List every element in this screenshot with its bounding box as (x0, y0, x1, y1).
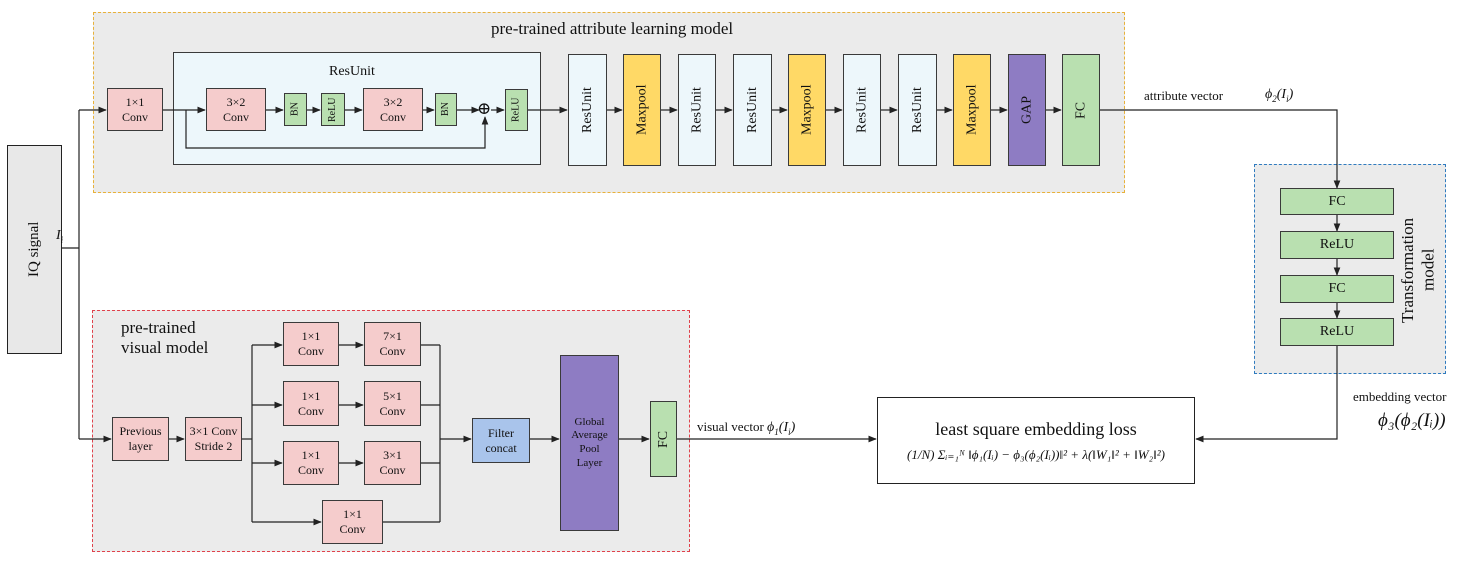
transform-fc-1: FC (1280, 188, 1394, 215)
pipeline-maxpool-2: Maxpool (788, 54, 826, 166)
branch-2-conv-5x1: 5×1 Conv (364, 381, 421, 426)
pipeline-resunit-5: ResUnit (898, 54, 937, 166)
iq-signal-block: IQ signal (7, 145, 62, 354)
attribute-vector-symbol: ϕ2(Ii) (1265, 87, 1294, 104)
loss-title: least square embedding loss (935, 419, 1137, 440)
input-conv-block: 1×1 Conv (107, 88, 163, 131)
resunit-relu-out: ReLU (505, 89, 528, 131)
transformation-model-title: Transformation model (1398, 217, 1438, 323)
resunit-conv-1: 3×2 Conv (206, 88, 266, 131)
loss-formula: (1/N) Σᵢ₌₁ᴺ ‖ϕ₁(Iᵢ) − ϕ₃(ϕ₂(Iᵢ))‖² + λ(‖… (907, 446, 1165, 462)
resunit-bn-2: BN (435, 93, 457, 126)
visual-fc-block: FC (650, 401, 677, 477)
resunit-bn-1: BN (284, 93, 307, 126)
branch-2-conv-1x1: 1×1 Conv (283, 381, 339, 426)
pipeline-maxpool-3: Maxpool (953, 54, 991, 166)
residual-sum-icon: ⊕ (477, 99, 492, 118)
resunit-conv-2: 3×2 Conv (363, 88, 423, 131)
transform-fc-2: FC (1280, 275, 1394, 303)
embedding-vector-label: embedding vector (1353, 389, 1447, 404)
branch-3-conv-1x1: 1×1 Conv (283, 441, 339, 485)
signal-symbol: Ii (56, 228, 64, 245)
pipeline-resunit-3: ResUnit (733, 54, 772, 166)
transform-relu-1: ReLU (1280, 231, 1394, 259)
branch-1-conv-1x1: 1×1 Conv (283, 322, 339, 366)
branch-1-conv-7x1: 7×1 Conv (364, 322, 421, 366)
pipeline-gap: GAP (1008, 54, 1046, 166)
filter-concat-block: Filter concat (472, 418, 530, 463)
previous-layer-block: Previous layer (112, 417, 169, 461)
pipeline-resunit-1: ResUnit (568, 54, 607, 166)
pipeline-resunit-2: ResUnit (678, 54, 716, 166)
visual-vector-text: visual vector (697, 419, 764, 434)
branch-3-conv-3x1: 3×1 Conv (364, 441, 421, 485)
resunit-title: ResUnit (329, 64, 375, 79)
conv-stride-block: 3×1 Conv Stride 2 (185, 417, 242, 461)
global-average-pool-block: Global Average Pool Layer (560, 355, 619, 531)
embedding-vector-expr: ϕ₃(ϕ₂(Iᵢ)) (1378, 410, 1446, 431)
visual-model-title: pre-trained visual model (121, 318, 209, 358)
attribute-model-title: pre-trained attribute learning model (491, 19, 734, 38)
transform-relu-2: ReLU (1280, 318, 1394, 346)
pipeline-fc: FC (1062, 54, 1100, 166)
loss-block: least square embedding loss (1/N) Σᵢ₌₁ᴺ … (877, 397, 1195, 484)
attribute-vector-label: attribute vector (1144, 88, 1224, 103)
visual-vector-label: visual vector ϕ1(Ii) (697, 419, 796, 437)
pipeline-maxpool-1: Maxpool (623, 54, 661, 166)
pipeline-resunit-4: ResUnit (843, 54, 881, 166)
resunit-relu-1: ReLU (321, 93, 345, 126)
branch-4-conv-1x1: 1×1 Conv (322, 500, 383, 544)
